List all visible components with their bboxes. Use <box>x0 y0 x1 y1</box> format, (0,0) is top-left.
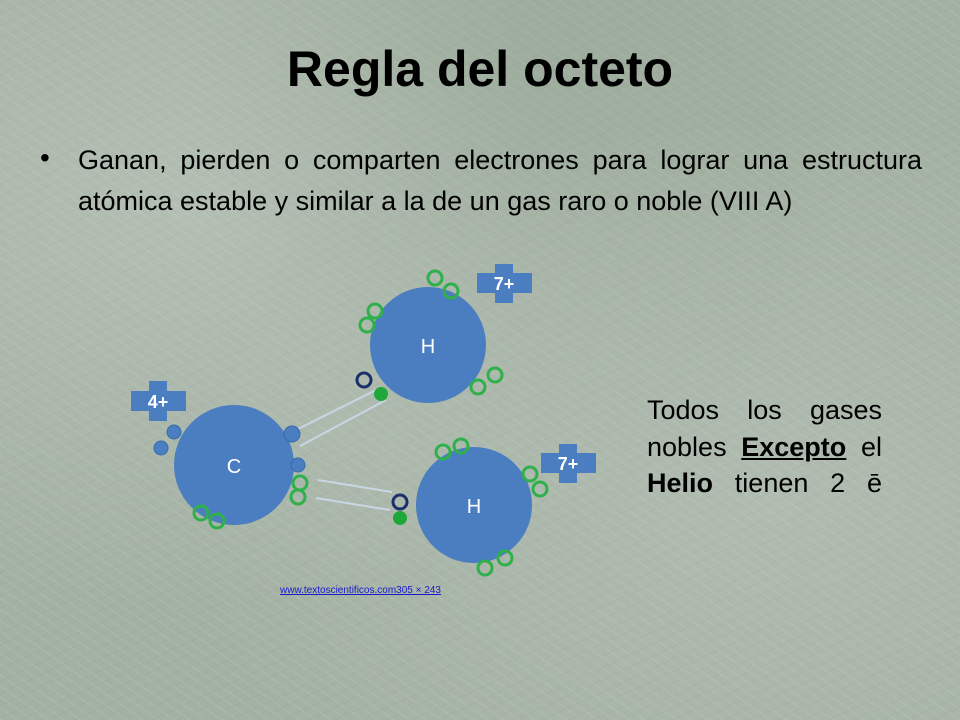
bond-lines <box>295 387 393 511</box>
shared-electron-pair-top <box>355 371 388 401</box>
charge-label-hydrogen-bottom: 7+ <box>558 454 579 474</box>
side-note-part3: tienen 2 ē <box>713 468 882 498</box>
charge-badge-hydrogen-top: 7+ <box>477 264 532 303</box>
side-note-excepto: Excepto <box>741 431 847 462</box>
atom-label-hydrogen-top: H <box>421 336 435 358</box>
charge-badge-hydrogen-bottom: 7+ <box>541 444 596 483</box>
shared-electron-pair-bottom <box>391 493 409 525</box>
charge-badge-carbon: 4+ <box>131 381 186 421</box>
side-note-part2: el <box>846 431 882 462</box>
bullet-dot-icon: • <box>40 142 50 173</box>
side-note-helio: Helio <box>647 468 714 498</box>
slide-title: Regla del octeto <box>286 41 674 97</box>
atom-hydrogen-top: H <box>370 287 486 403</box>
bullet-text: Ganan, pierden o comparten electrones pa… <box>78 145 922 216</box>
atom-label-hydrogen-bottom: H <box>467 496 481 518</box>
atom-carbon: C <box>174 405 294 525</box>
charge-label-carbon: 4+ <box>148 392 169 412</box>
atom-label-carbon: C <box>227 456 241 478</box>
hydrogen-electrons <box>192 269 549 577</box>
side-note: Todos los gases nobles Excepto el Helio … <box>647 392 882 502</box>
side-note-part1: Todos los gases nobles <box>647 395 882 462</box>
source-link[interactable]: www.textoscientificos.com305 × 243 <box>280 585 441 596</box>
charge-label-hydrogen-top: 7+ <box>494 274 515 294</box>
atom-hydrogen-bottom: H <box>416 447 532 563</box>
carbon-electrons <box>153 424 306 473</box>
